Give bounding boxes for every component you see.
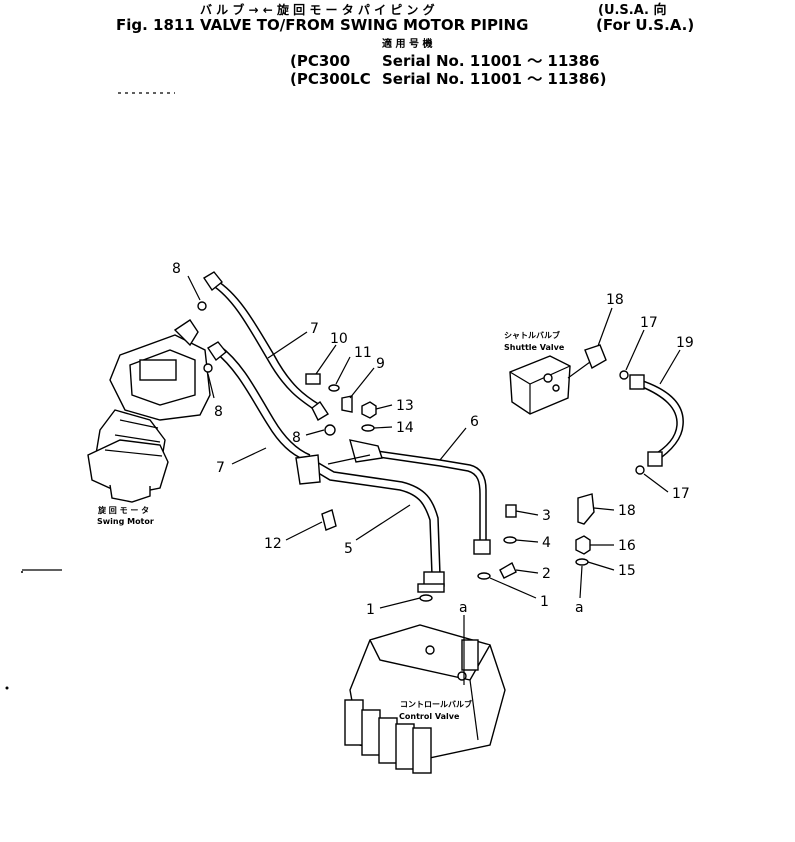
oring-8-top bbox=[197, 301, 207, 311]
callout-a-right: a bbox=[575, 600, 584, 616]
shuttle-valve bbox=[509, 344, 607, 415]
callout-1-b: 1 bbox=[540, 594, 549, 610]
oring-15 bbox=[575, 558, 589, 566]
nut-13 bbox=[361, 401, 377, 419]
control-valve-label-en: Control Valve bbox=[399, 712, 460, 721]
oring-1-right bbox=[477, 572, 491, 580]
oring-1-left bbox=[419, 594, 433, 602]
clamp-9 bbox=[341, 395, 353, 413]
swing-motor bbox=[87, 319, 211, 503]
pipe-5 bbox=[295, 454, 445, 593]
callout-13: 13 bbox=[396, 398, 414, 414]
callout-7-a: 7 bbox=[310, 321, 319, 337]
hose-7-lower bbox=[207, 341, 311, 461]
callout-19: 19 bbox=[676, 335, 694, 351]
callout-14: 14 bbox=[396, 420, 414, 436]
callout-8-b: 8 bbox=[214, 404, 223, 420]
callout-5: 5 bbox=[344, 541, 353, 557]
shuttle-valve-label-jp: シャトルバルブ bbox=[504, 330, 560, 340]
callout-7-b: 7 bbox=[216, 460, 225, 476]
callout-1-a: 1 bbox=[366, 602, 375, 618]
callout-10: 10 bbox=[330, 331, 348, 347]
applicability-label: 適 用 号 機 bbox=[382, 37, 432, 50]
callout-18-b: 18 bbox=[618, 503, 636, 519]
bolt-10 bbox=[305, 373, 321, 385]
title-english: Fig. 1811 VALVE TO/FROM SWING MOTOR PIPI… bbox=[116, 16, 528, 34]
oring-8-low bbox=[324, 424, 336, 436]
swing-motor-label-en: Swing Motor bbox=[97, 517, 154, 526]
title-japanese: バ ル ブ → ← 旋 回 モ ー タ パ イ ピ ン グ bbox=[200, 2, 435, 17]
callout-18-a: 18 bbox=[606, 292, 624, 308]
control-valve-label-jp: コントロールバルブ bbox=[400, 699, 472, 709]
callout-a-left: a bbox=[459, 600, 468, 616]
serial-pc300: Serial No. 11001 ～ 11386 bbox=[382, 52, 600, 70]
washer-4 bbox=[503, 536, 517, 544]
serial-pc300lc: Serial No. 11001 ～ 11386) bbox=[382, 70, 606, 88]
hose-19 bbox=[629, 374, 684, 467]
callout-3: 3 bbox=[542, 508, 551, 524]
plug-16 bbox=[575, 535, 591, 555]
model-pc300: (PC300 bbox=[290, 52, 350, 70]
callout-2: 2 bbox=[542, 566, 551, 582]
washer-11 bbox=[328, 384, 340, 392]
callout-17-a: 17 bbox=[640, 315, 658, 331]
callout-6: 6 bbox=[470, 414, 479, 430]
pipe-6 bbox=[327, 439, 491, 555]
washer-14 bbox=[361, 424, 375, 432]
hose-7-upper bbox=[203, 271, 329, 421]
oring-8-mid bbox=[203, 363, 213, 373]
fitting-12 bbox=[321, 509, 337, 531]
shuttle-valve-label-en: Shuttle Valve bbox=[504, 343, 565, 352]
oring-17-top bbox=[619, 370, 629, 380]
bolt-3 bbox=[505, 504, 517, 518]
callout-16: 16 bbox=[618, 538, 636, 554]
callout-4: 4 bbox=[542, 535, 551, 551]
callout-11: 11 bbox=[354, 345, 372, 361]
swing-motor-label-jp: 旋 回 モ ー タ bbox=[97, 505, 149, 515]
oring-17-low bbox=[635, 465, 645, 475]
fitting-18-low bbox=[577, 493, 595, 525]
control-valve bbox=[344, 624, 506, 774]
callout-12: 12 bbox=[264, 536, 282, 552]
model-pc300lc: (PC300LC bbox=[290, 70, 371, 88]
callout-8-c: 8 bbox=[292, 430, 301, 446]
region-english: (For U.S.A.) bbox=[596, 16, 694, 34]
flange-2 bbox=[499, 562, 517, 579]
callout-9: 9 bbox=[376, 356, 385, 372]
callout-15: 15 bbox=[618, 563, 636, 579]
callout-17-b: 17 bbox=[672, 486, 690, 502]
callout-8-a: 8 bbox=[172, 261, 181, 277]
region-japanese: (U.S.A. 向 bbox=[598, 2, 667, 18]
